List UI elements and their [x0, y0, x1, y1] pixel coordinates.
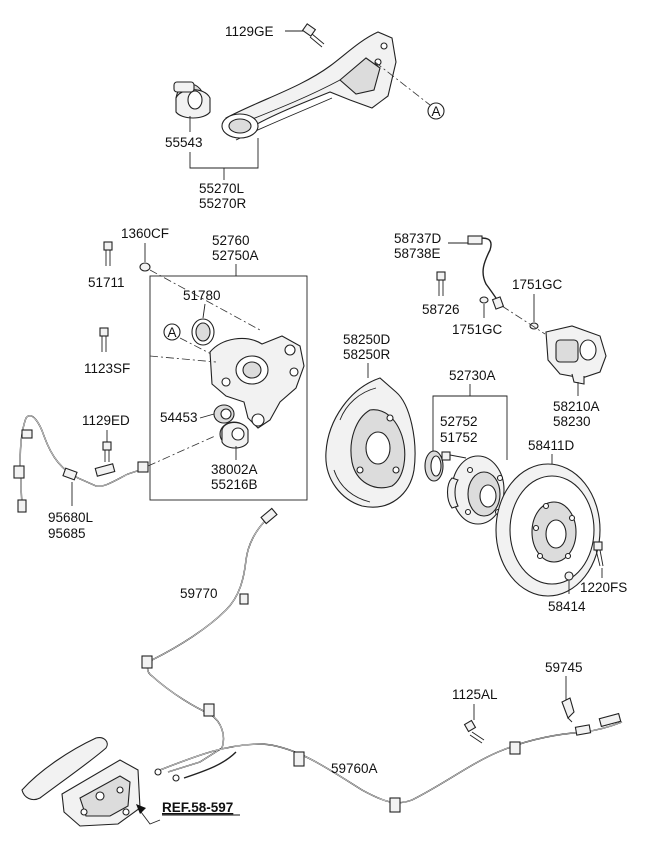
hub-bearing-ring — [424, 450, 444, 482]
label-58250D: 58250D — [343, 332, 391, 347]
brake-rotor-58411D — [495, 463, 601, 597]
washer-1751GC-b — [479, 296, 489, 304]
label-55270R: 55270R — [199, 196, 247, 211]
label-52750A: 52750A — [212, 248, 259, 263]
abs-sensor-harness — [13, 415, 149, 513]
label-58414: 58414 — [548, 599, 586, 614]
ref-58-597[interactable]: REF.58-597 — [162, 800, 233, 815]
knuckle — [209, 335, 305, 429]
label-55216B: 55216B — [211, 477, 258, 492]
knuckle-group-box — [149, 275, 308, 501]
label-55270L: 55270L — [199, 181, 245, 196]
svg-text:A: A — [432, 104, 441, 119]
label-1125AL: 1125AL — [452, 687, 498, 702]
label-52730A: 52730A — [449, 368, 496, 383]
label-59760A: 59760A — [331, 761, 378, 776]
label-55543: 55543 — [165, 135, 203, 150]
label-52752: 52752 — [440, 414, 478, 429]
label-58210A: 58210A — [553, 399, 600, 414]
bushing-38002A — [219, 421, 249, 449]
label-58737D: 58737D — [394, 231, 442, 246]
label-38002A: 38002A — [211, 462, 258, 477]
bolt-51711 — [103, 241, 113, 266]
washer-1360CF — [139, 262, 151, 272]
bolt-1123SF — [99, 327, 109, 352]
label-51780: 51780 — [183, 288, 221, 303]
label-1129ED: 1129ED — [82, 413, 130, 428]
hub-bolt-52752 — [441, 451, 467, 461]
screw-1220FS — [593, 541, 604, 567]
lower-arm-assembly — [221, 31, 397, 141]
label-95680L: 95680L — [48, 510, 94, 525]
parking-cable-59770 — [141, 507, 278, 773]
label-51752: 51752 — [440, 430, 478, 445]
label-58230: 58230 — [553, 414, 591, 429]
label-59745: 59745 — [545, 660, 583, 675]
label-54453: 54453 — [160, 410, 198, 425]
backing-plate-parking-shoe — [325, 377, 416, 508]
label-58411D: 58411D — [528, 438, 575, 453]
label-1751GC-a: 1751GC — [512, 277, 563, 292]
washer-1751GC-a — [529, 322, 539, 330]
callout-a-knuckle: A — [163, 323, 181, 341]
clip-59745 — [561, 697, 575, 723]
bolt-1129GE — [301, 23, 325, 48]
bolt-1125AL — [463, 719, 485, 744]
label-1129GE: 1129GE — [225, 24, 274, 39]
brake-hose — [467, 235, 505, 310]
callout-a-top: A — [427, 102, 445, 120]
bushing-54453 — [213, 404, 235, 424]
label-58726: 58726 — [422, 302, 460, 317]
label-58250R: 58250R — [343, 347, 391, 362]
label-1123SF: 1123SF — [84, 361, 130, 376]
bolt-1129ED — [102, 441, 112, 462]
clip-58414 — [564, 571, 574, 581]
label-1360CF: 1360CF — [121, 226, 169, 241]
label-59770: 59770 — [180, 586, 218, 601]
bolt-58726 — [436, 271, 446, 296]
svg-text:A: A — [168, 325, 177, 340]
label-1751GC-b: 1751GC — [452, 322, 503, 337]
seal-51780 — [191, 318, 215, 346]
label-1220FS: 1220FS — [580, 580, 627, 595]
label-95685: 95685 — [48, 526, 86, 541]
parking-cable-59760A — [154, 712, 623, 813]
caliper — [545, 325, 607, 385]
bushing-55543 — [173, 81, 211, 119]
label-58738E: 58738E — [394, 246, 441, 261]
wheel-hub-52730A — [446, 455, 505, 525]
parking-brake-lever — [21, 737, 141, 827]
label-51711: 51711 — [88, 275, 125, 290]
label-52760: 52760 — [212, 233, 250, 248]
